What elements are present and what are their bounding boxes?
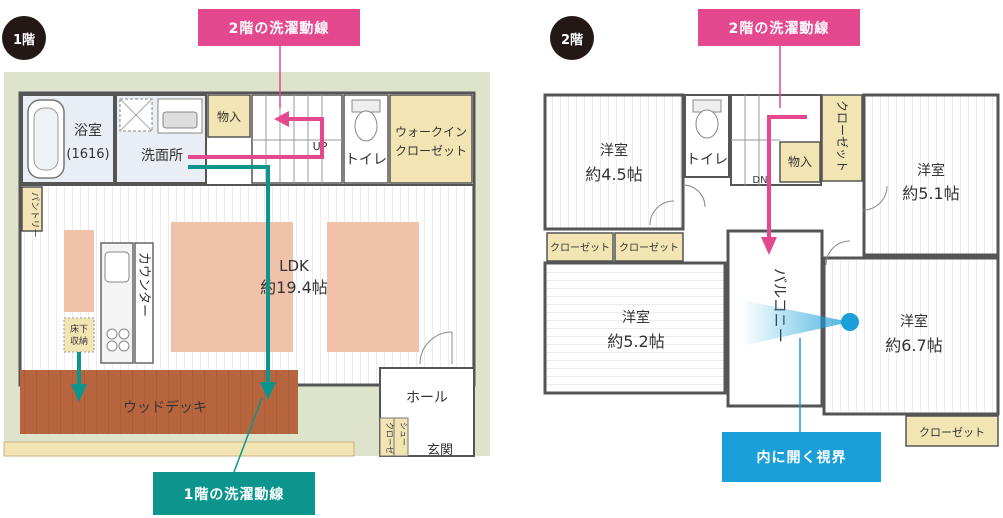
floor1-banner-laundry-1f: 1階の洗濯動線	[153, 472, 315, 515]
floor1-ldk-size: 約19.4帖	[260, 278, 328, 297]
floor1-plan: 浴室 (1616) 洗面所 物入 トイレ UP ウォークイン クローゼット パン…	[3, 46, 490, 473]
floor1-underfloor-label-2: 収納	[70, 335, 88, 347]
floor2-closet-vertical-label: クローゼット	[835, 100, 849, 172]
floor1-bath-label: 浴室	[74, 122, 102, 139]
floor1-toilet-label: トイレ	[345, 152, 387, 168]
floor1-entrance-label: 玄関	[427, 443, 453, 458]
floor1-counter-label: カウンター	[136, 252, 151, 317]
floor2-room-d-size: 約6.7帖	[885, 336, 942, 355]
floor1-deck-label: ウッドデッキ	[123, 399, 207, 416]
floor2-room-b	[862, 93, 1000, 257]
floor1-washroom-label: 洗面所	[141, 148, 183, 164]
floor2-closet-1-label: クローゼット	[550, 242, 610, 254]
floor1-pantry-label: パントリー	[29, 192, 40, 237]
floor2-storage	[779, 141, 821, 183]
floor2-badge: 2階	[550, 16, 594, 60]
floor2-room-a-size: 約4.5帖	[585, 165, 642, 184]
floor2-room-b-size: 約5.1帖	[902, 184, 959, 203]
floor1-walkin-label-2: クローゼット	[395, 144, 467, 158]
floor2-room-a	[543, 93, 685, 231]
floor2-room-c-size: 約5.2帖	[607, 332, 664, 351]
floor2-route-laundry	[761, 46, 807, 255]
floor1-living-rug-left	[171, 222, 293, 352]
floor1-pantry	[21, 186, 43, 232]
floor2-view-cone	[742, 300, 859, 432]
floor1-route-laundry-1f	[71, 165, 276, 473]
floor2-closet-vertical	[821, 94, 863, 182]
floor2-closet-1	[546, 232, 614, 262]
floor1-hall-label: ホール	[406, 390, 448, 406]
floor2-plan: 洋室 約4.5帖 トイレ DN クローゼット 物入 洋室 約5.1帖 クローゼッ…	[543, 46, 1000, 447]
floor2-room-a-label: 洋室	[600, 142, 628, 159]
floor2-closet-2	[614, 232, 684, 262]
floor2-banner-view: 内に開く視界	[722, 432, 881, 482]
floor1-storage-label: 物入	[217, 110, 241, 124]
floor2-room-c	[543, 261, 727, 395]
floor1-ldk-label: LDK	[279, 257, 310, 275]
floor2-closet-2-label: クローゼット	[619, 242, 679, 254]
floor2-closet-3-label: クローゼット	[919, 426, 985, 439]
floor2-room-c-label: 洋室	[622, 309, 650, 326]
floor1-walkin-label-1: ウォークイン	[395, 125, 467, 139]
floor1-dining-rug	[64, 230, 94, 312]
floor1-walkin-closet	[389, 94, 473, 184]
floor1-banner-laundry-2f: 2階の洗濯動線	[198, 9, 360, 46]
floor2-dn-label: DN	[752, 175, 767, 186]
floor2-room-d-label: 洋室	[900, 313, 928, 330]
floor1-badge: 1階	[2, 16, 46, 60]
floor1-living-rug-right	[327, 222, 419, 352]
floor2-banner-laundry-2f: 2階の洗濯動線	[698, 9, 860, 46]
floor1-underfloor-storage	[63, 317, 95, 353]
floor2-room-d	[822, 256, 1000, 416]
floor1-closet-vertical-label: クローゼ	[385, 422, 395, 454]
floor1-route-laundry-2f	[188, 46, 324, 159]
floor1-counter	[134, 242, 154, 364]
floor2-toilet-label: トイレ	[686, 152, 728, 168]
floor1-storage	[207, 94, 251, 138]
floor2-storage-label: 物入	[788, 155, 812, 169]
floor1-shoe-vertical-label: シュー	[399, 422, 408, 446]
floor1-bath-size: (1616)	[66, 147, 109, 162]
floor1-underfloor-label-1: 床下	[70, 323, 88, 335]
floor2-closet-3	[905, 415, 999, 447]
floor2-room-b-label: 洋室	[917, 162, 945, 179]
